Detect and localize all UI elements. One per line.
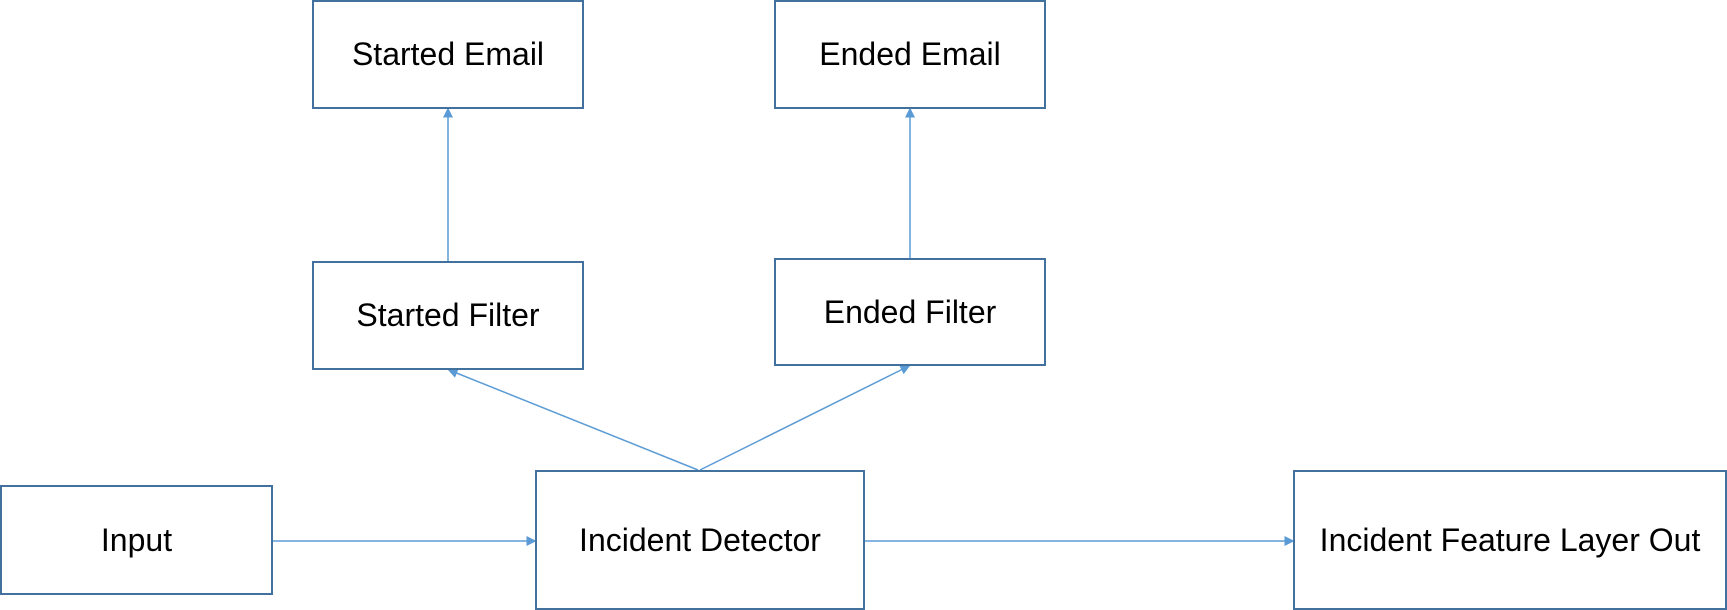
node-incident-detector: Incident Detector bbox=[535, 470, 865, 610]
node-label: Started Filter bbox=[356, 297, 540, 333]
node-label: Input bbox=[100, 521, 173, 558]
node-label: Ended Email bbox=[819, 36, 1001, 72]
node-incident-feature-layer-out: Incident Feature Layer Out bbox=[1293, 470, 1727, 610]
node-started-filter: Started Filter bbox=[312, 261, 584, 370]
node-started-email: Started Email bbox=[312, 0, 584, 109]
node-label: Started Email bbox=[351, 36, 545, 72]
node-ended-email: Ended Email bbox=[774, 0, 1046, 109]
node-label: Ended Filter bbox=[823, 293, 997, 330]
node-label: Incident Detector bbox=[579, 521, 821, 558]
node-label: Incident Feature Layer Out bbox=[1319, 521, 1701, 558]
arrow-detector-to-started-filter bbox=[447, 368, 699, 471]
node-ended-filter: Ended Filter bbox=[774, 258, 1046, 366]
node-input: Input bbox=[0, 485, 273, 595]
arrow-detector-to-ended-filter bbox=[699, 365, 911, 471]
